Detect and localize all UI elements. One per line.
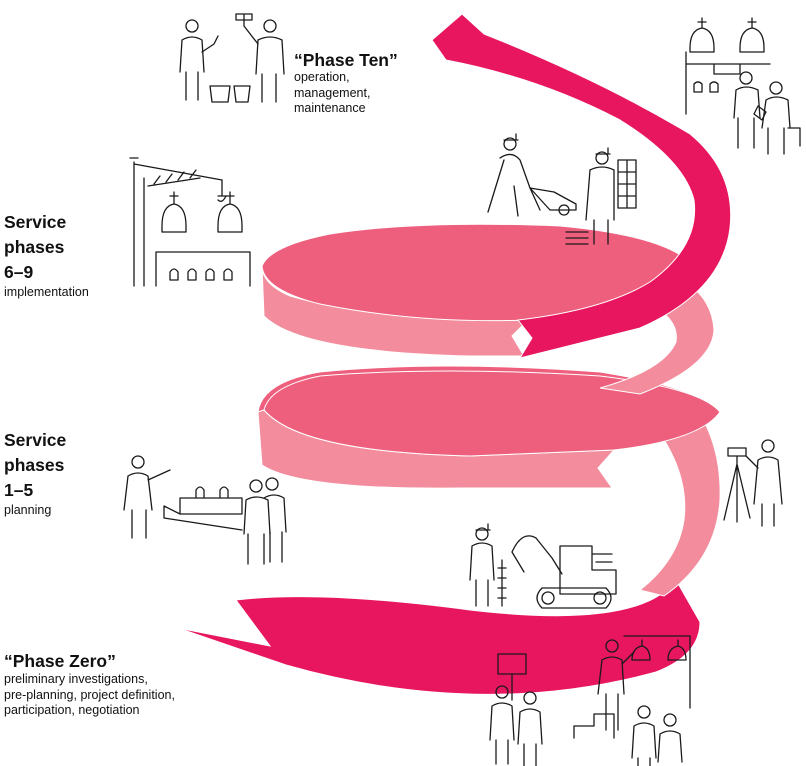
painters-icon	[179, 13, 285, 103]
phase-zero-subtitle: preliminary investigations, pre-planning…	[4, 672, 175, 717]
church-visitors-icon	[685, 17, 801, 155]
planning-title: Service phases 1–5	[4, 430, 67, 500]
phase-zero-title: “Phase Zero”	[4, 651, 116, 671]
planners-model-icon	[123, 455, 287, 565]
surveyor-icon	[723, 439, 783, 527]
excavator-worker-icon	[469, 523, 617, 609]
crane-church-icon	[129, 157, 251, 287]
label-phase-ten: “Phase Ten” operation, management, maint…	[294, 50, 398, 117]
phase-ten-title: “Phase Ten”	[294, 50, 398, 70]
planning-subtitle: planning	[4, 503, 52, 517]
ribbon-planning-top	[263, 370, 721, 457]
label-phase-zero: “Phase Zero” preliminary investigations,…	[4, 650, 175, 719]
phase-ten-subtitle: operation, management, maintenance	[294, 70, 371, 115]
implementation-subtitle: implementation	[4, 285, 89, 299]
ribbon-phase-ten	[431, 13, 732, 359]
label-planning: Service phases 1–5 planning	[4, 428, 66, 519]
wheelbarrow-worker-icon	[487, 133, 637, 245]
public-meeting-icon	[489, 635, 691, 766]
label-implementation: Service phases 6–9 implementation	[4, 210, 89, 301]
implementation-title: Service phases 6–9	[4, 212, 67, 282]
ribbon-phase-zero	[177, 579, 701, 695]
